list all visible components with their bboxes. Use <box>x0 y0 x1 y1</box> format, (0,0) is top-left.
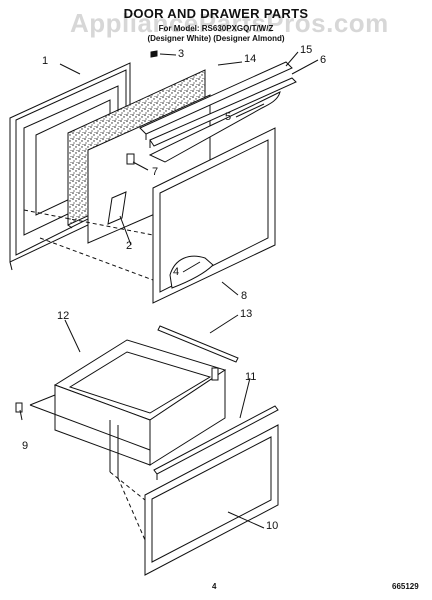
drawer-front-panel <box>144 424 279 576</box>
callout-10: 10 <box>266 520 279 532</box>
callout-13: 13 <box>240 308 253 320</box>
drawer-guide <box>157 325 239 363</box>
drawer-rail <box>153 405 279 480</box>
callout-3: 3 <box>178 48 185 60</box>
door-screw <box>150 50 158 58</box>
color-subtitle: (Designer White) (Designer Almond) <box>147 34 285 43</box>
callout-11: 11 <box>245 371 257 383</box>
callout-leaders <box>19 51 319 529</box>
page-number: 4 <box>212 582 217 591</box>
callout-14: 14 <box>244 53 257 65</box>
vent-baffle <box>148 91 281 163</box>
callout-9: 9 <box>22 440 29 452</box>
callout-8: 8 <box>241 290 248 302</box>
drawer-alignment-lines <box>109 471 146 541</box>
callout-4: 4 <box>173 266 180 278</box>
callout-2: 2 <box>126 240 133 252</box>
door-clip <box>126 153 135 165</box>
model-subtitle: For Model: RS630PXGQ/T/W/Z <box>158 24 274 33</box>
door-alignment-lines <box>23 209 154 281</box>
drawer-body <box>29 339 227 478</box>
drawer-clip <box>15 402 23 413</box>
callout-15: 15 <box>300 44 313 56</box>
callout-5: 5 <box>225 111 232 123</box>
door-top-trim <box>139 61 297 148</box>
callout-12: 12 <box>57 310 70 322</box>
callout-7: 7 <box>152 166 159 178</box>
callout-1: 1 <box>42 55 49 67</box>
callout-6: 6 <box>320 54 327 66</box>
diagram-code: 665129 <box>392 582 419 591</box>
inner-door-panel <box>152 127 276 304</box>
page-title: DOOR AND DRAWER PARTS <box>123 6 309 21</box>
